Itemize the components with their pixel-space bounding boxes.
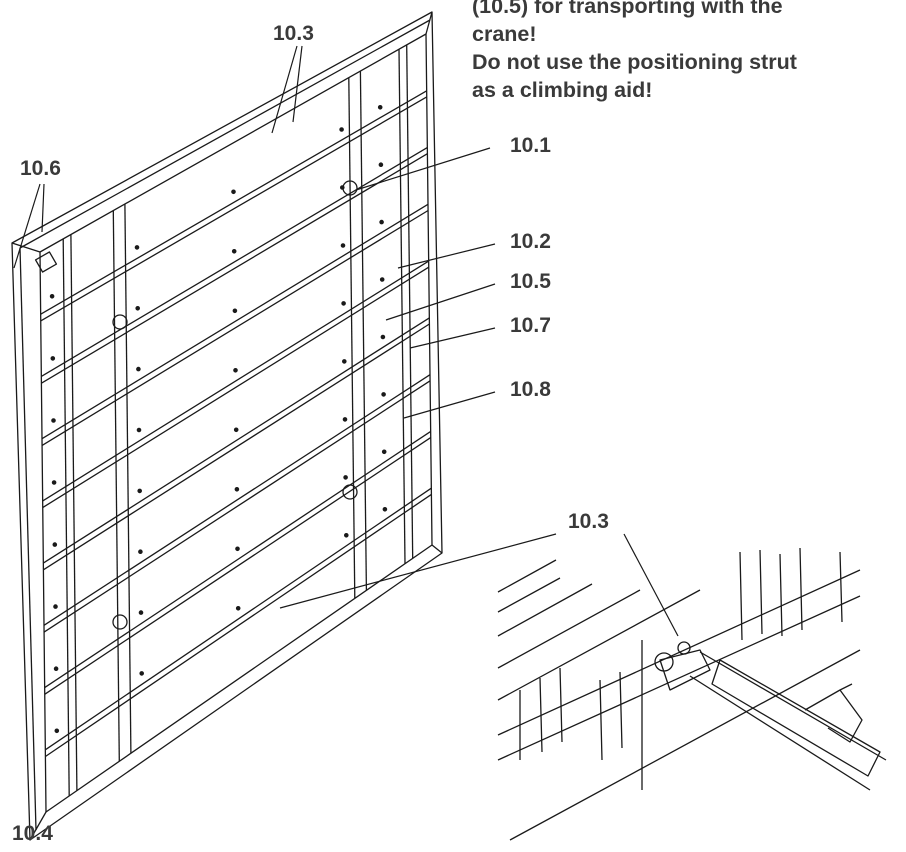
horizontal-rib	[43, 323, 430, 571]
bolt-hole	[378, 162, 384, 167]
bolt-hole	[381, 449, 387, 455]
bolt-hole	[231, 249, 237, 254]
bolt-hole	[341, 301, 346, 306]
vertical-chord	[62, 238, 70, 797]
vertical-chord	[112, 210, 120, 762]
callout-10-3-top: 10.3	[273, 22, 314, 45]
callout-10-6: 10.6	[20, 157, 61, 180]
horizontal-rib	[42, 260, 430, 502]
bolt-hole	[235, 606, 241, 611]
horizontal-rib	[42, 266, 430, 509]
vertical-chord	[124, 203, 132, 754]
brand-plate	[34, 251, 58, 273]
callout-10-1: 10.1	[510, 134, 551, 157]
bolt-hole	[136, 366, 141, 372]
bolt-hole	[342, 417, 348, 422]
vertical-chord	[348, 77, 356, 599]
bolt-hole	[134, 245, 140, 250]
bolt-hole	[49, 294, 55, 299]
bolt-hole	[379, 277, 385, 282]
bolt-hole	[340, 243, 346, 248]
bolt-hole	[377, 105, 383, 110]
lifting-eye	[342, 484, 358, 500]
bolt-hole	[52, 542, 58, 547]
bolt-hole	[53, 604, 58, 609]
callout-10-3-detail: 10.3	[568, 510, 609, 533]
bolt-hole	[233, 427, 239, 433]
leader-10-3-detail-a	[279, 533, 557, 609]
bolt-hole	[136, 427, 142, 433]
horizontal-rib	[44, 487, 432, 751]
horizontal-rib	[40, 90, 428, 315]
leader-10-2	[397, 243, 496, 269]
safety-note: (10.5) for transporting with the crane! …	[472, 0, 902, 104]
bolt-hole	[235, 546, 240, 552]
bolt-hole	[51, 418, 56, 423]
vertical-chord	[406, 44, 414, 559]
callout-10-4: 10.4	[12, 822, 53, 845]
horizontal-rib	[41, 153, 428, 384]
leader-10-7	[409, 327, 496, 349]
horizontal-rib	[43, 374, 431, 626]
lifting-eye	[342, 180, 358, 196]
leader-10-1	[355, 147, 491, 191]
safety-note-line: as a climbing aid!	[472, 78, 653, 102]
bolt-hole	[54, 728, 60, 734]
callout-10-2: 10.2	[510, 230, 551, 253]
bolt-hole	[51, 480, 57, 485]
callout-10-7: 10.7	[510, 314, 551, 337]
bolt-hole	[344, 533, 349, 538]
bolt-hole	[343, 475, 348, 480]
leader-10-6-a	[13, 183, 41, 269]
horizontal-rib	[42, 317, 430, 564]
panel-inner-frame	[39, 33, 433, 813]
horizontal-rib	[41, 209, 429, 446]
leader-10-5	[385, 283, 496, 321]
bolt-hole	[382, 507, 388, 512]
bolt-hole	[138, 610, 144, 615]
leader-10-3-detail-b	[623, 533, 679, 637]
detail-view	[497, 547, 887, 841]
horizontal-rib	[45, 493, 432, 758]
leader-10-6-b	[41, 183, 45, 233]
callout-10-8: 10.8	[510, 378, 551, 401]
lifting-eye	[112, 614, 128, 630]
bolt-hole	[379, 219, 384, 225]
horizontal-rib	[40, 147, 428, 377]
bolt-hole	[137, 488, 142, 494]
bolt-hole	[234, 487, 240, 492]
safety-note-line: Do not use the positioning strut	[472, 50, 797, 74]
bolt-hole	[135, 306, 140, 311]
bolt-hole	[50, 356, 56, 361]
horizontal-rib	[44, 437, 432, 695]
horizontal-rib	[41, 203, 429, 440]
lifting-eye	[112, 314, 128, 330]
bolt-hole	[231, 189, 236, 195]
bolt-hole	[233, 368, 238, 373]
bolt-hole	[138, 549, 143, 555]
bolt-hole	[232, 308, 238, 314]
callout-10-5: 10.5	[510, 270, 551, 293]
horizontal-rib	[40, 96, 428, 322]
vertical-chord	[70, 234, 78, 791]
leader-10-8	[403, 391, 496, 419]
formwork-panel	[11, 11, 443, 841]
bolt-hole	[53, 666, 59, 672]
horizontal-rib	[44, 430, 432, 689]
vertical-chord	[359, 71, 368, 591]
horizontal-rib	[43, 380, 431, 633]
safety-note-line: (10.5) for transporting with the	[472, 0, 783, 18]
bolt-hole	[381, 392, 386, 397]
bolt-hole	[139, 671, 144, 676]
bolt-hole	[342, 359, 347, 364]
bolt-hole	[380, 334, 386, 340]
vertical-chord	[398, 49, 406, 564]
bolt-hole	[339, 127, 344, 132]
safety-note-line: crane!	[472, 22, 537, 46]
leader-10-3-top-a	[271, 45, 298, 134]
leader-10-3-top-b	[292, 45, 303, 123]
leader-lines	[13, 45, 679, 637]
